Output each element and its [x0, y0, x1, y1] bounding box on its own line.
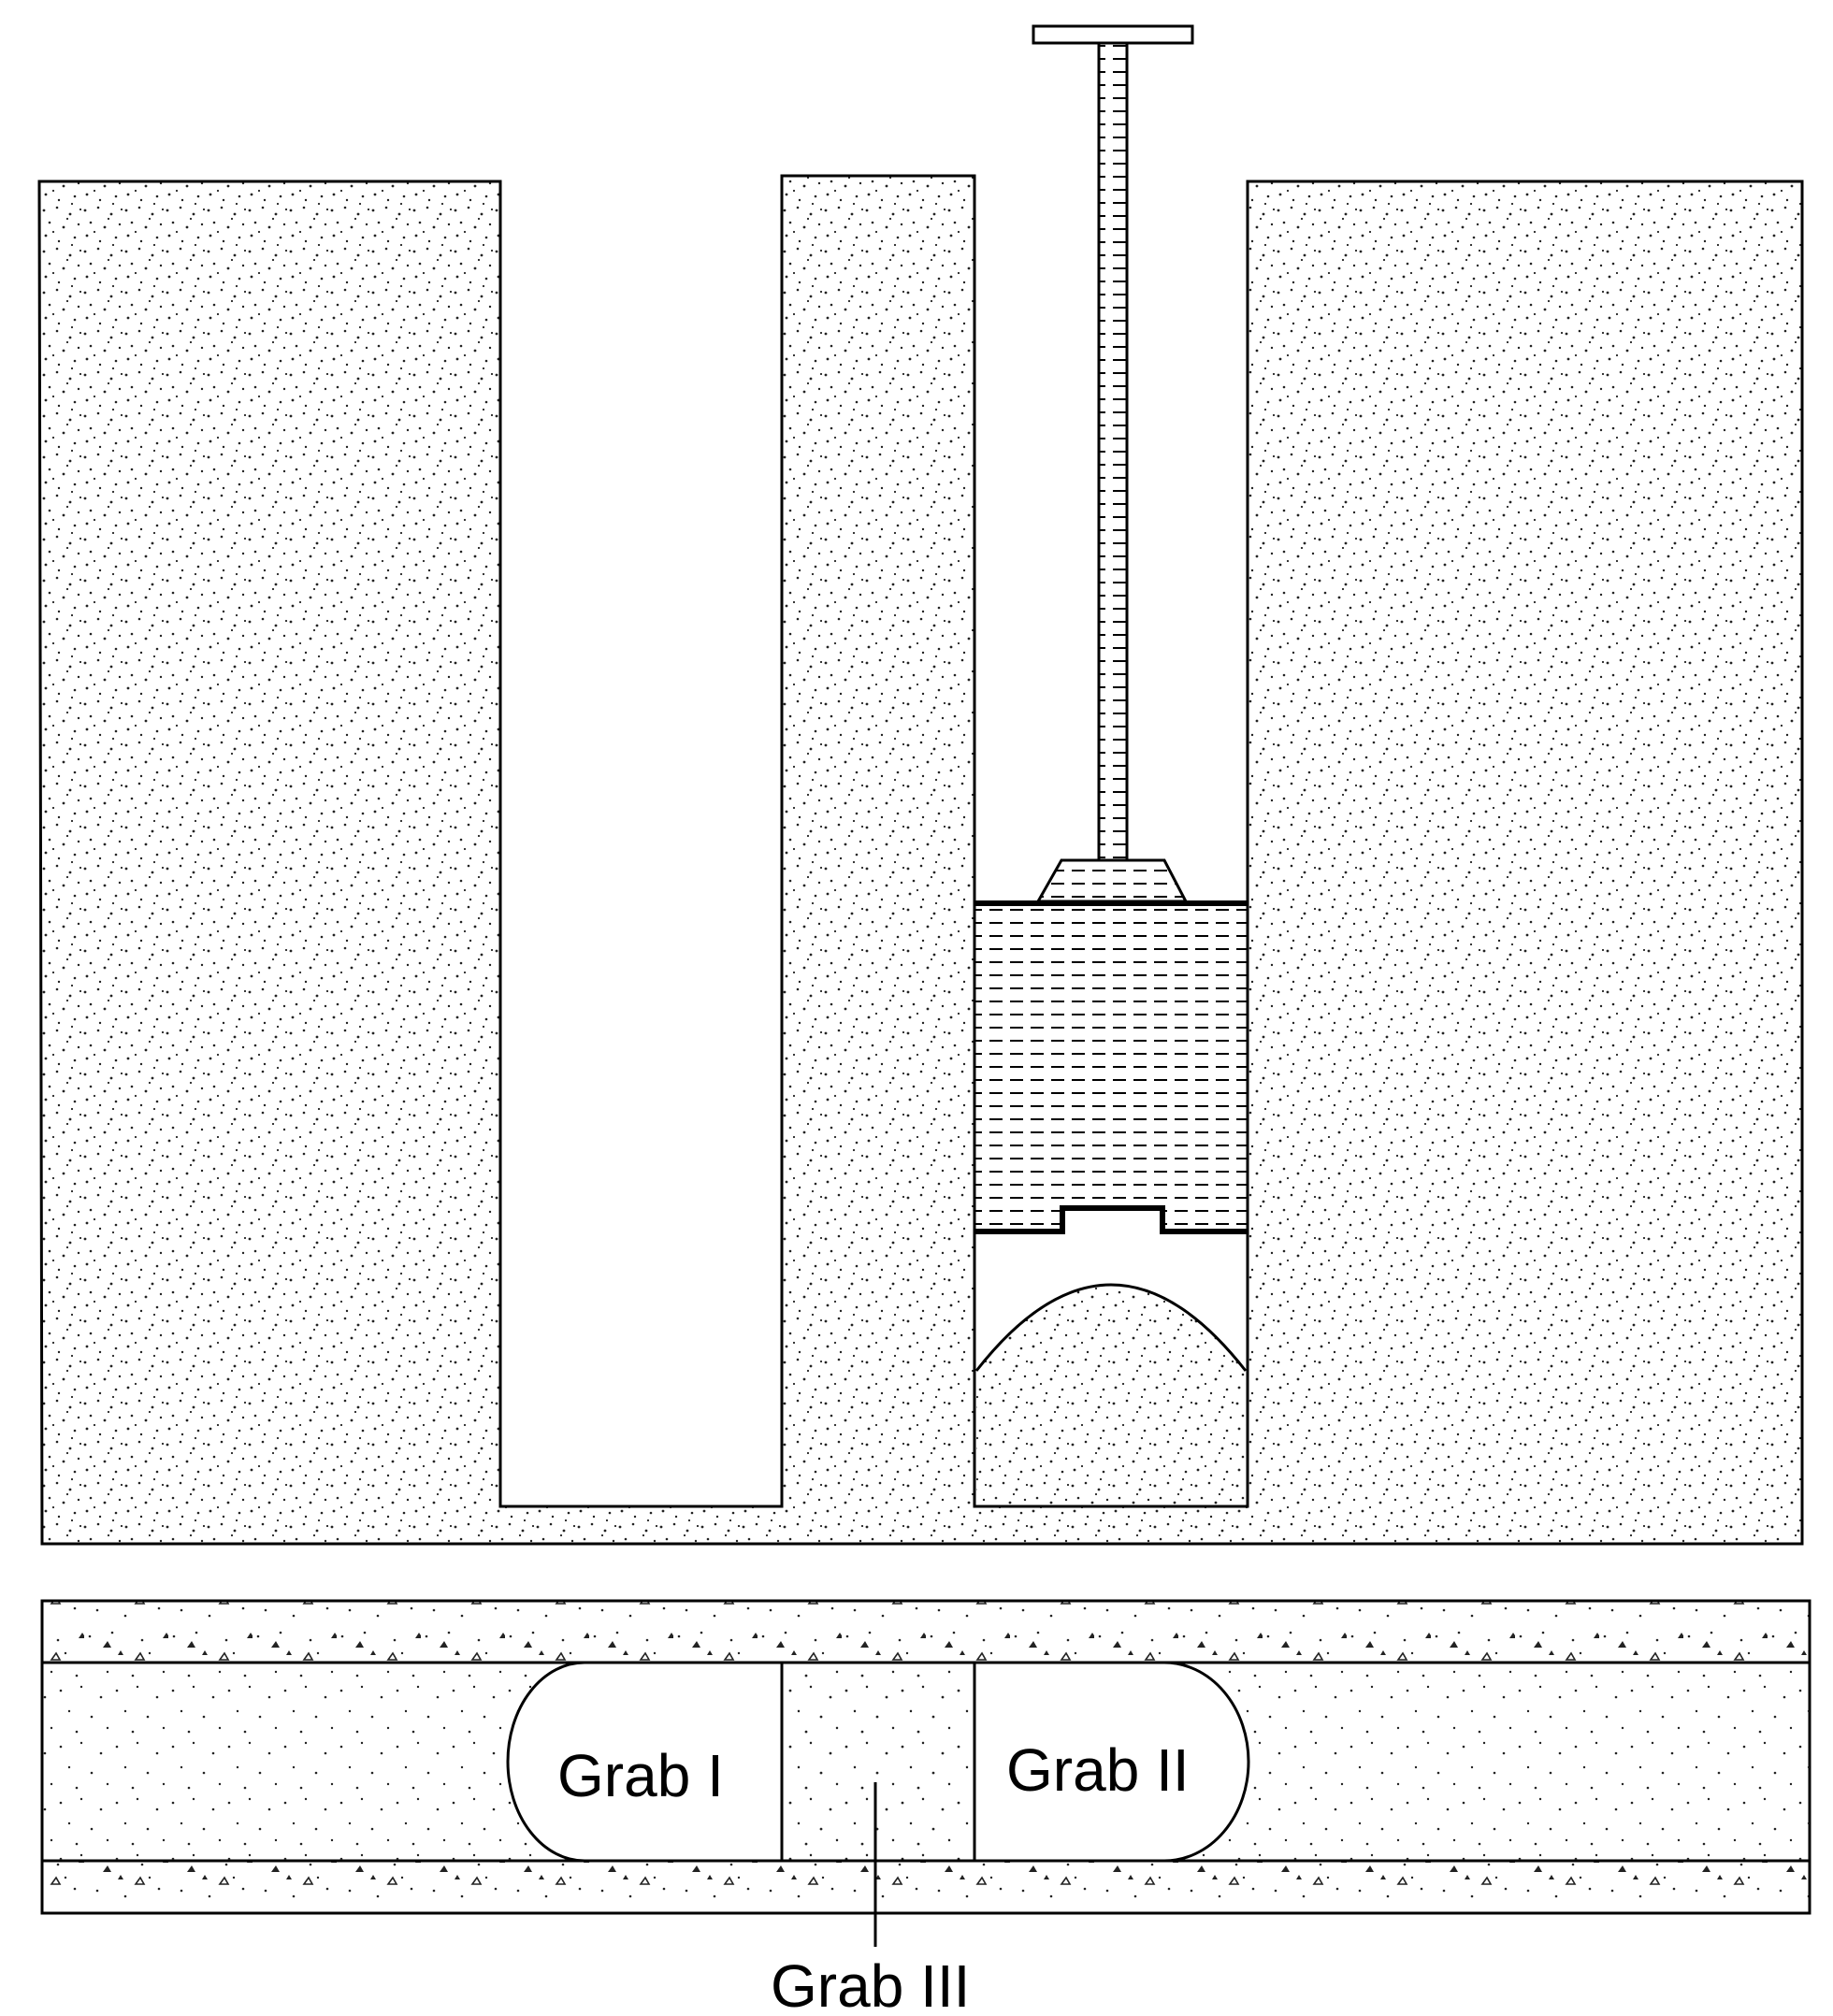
- grab-3-panel: [780, 1661, 976, 1863]
- grab-body: [973, 901, 1249, 1233]
- label-grab-3: Grab III: [771, 1952, 970, 2016]
- grab-1-panel: [506, 1661, 784, 1863]
- rod-handle: [1032, 24, 1194, 45]
- diagram-shapes: [37, 24, 1811, 1947]
- label-grab-2: Grab II: [1006, 1736, 1190, 1804]
- soil-body: [37, 174, 1804, 1546]
- rod-collar: [1035, 858, 1189, 903]
- grab-2-panel: [973, 1661, 1250, 1863]
- grab-bottom-edge: [974, 1205, 1248, 1234]
- rod-shaft: [1097, 41, 1129, 862]
- diagram-labels: Grab I Grab II Grab III: [557, 1736, 1190, 2016]
- soil-mound-outline: [974, 1283, 1248, 1372]
- label-grab-1: Grab I: [557, 1742, 724, 1809]
- soil-mound: [976, 1285, 1246, 1505]
